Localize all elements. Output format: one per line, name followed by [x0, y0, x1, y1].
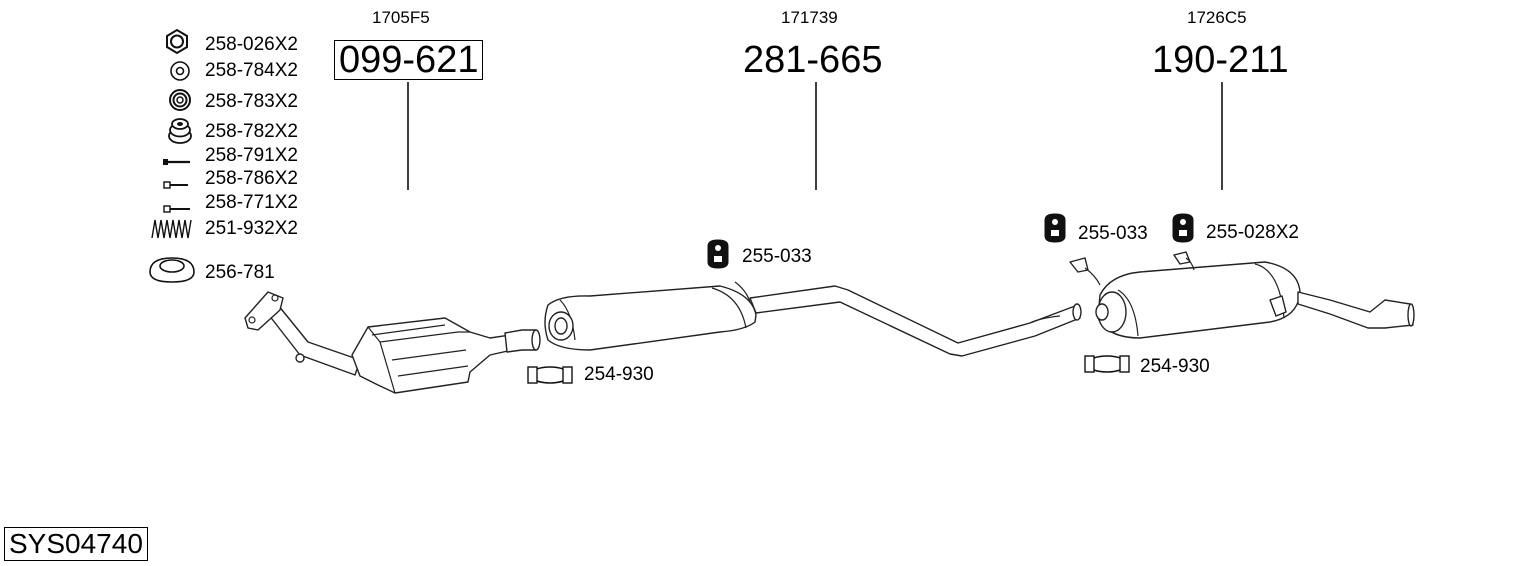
gasket-ring-icon — [149, 257, 195, 283]
pipe-clamp-icon — [527, 366, 573, 384]
part-number-099-621[interactable]: 099-621 — [334, 40, 484, 80]
hardware-label[interactable]: 258-783X2 — [205, 91, 298, 112]
part-number-190-211[interactable]: 190-211 — [1152, 39, 1289, 81]
rubber-hanger-icon — [1172, 213, 1194, 243]
hardware-label[interactable]: 256-781 — [205, 262, 275, 283]
clamp-label[interactable]: 254-930 — [584, 364, 654, 385]
bolt-icon — [163, 159, 190, 165]
hardware-label[interactable]: 258-784X2 — [205, 60, 298, 81]
catalytic-converter — [351, 317, 541, 394]
oe-reference-1: 1705F5 — [372, 8, 430, 27]
hardware-label[interactable]: 258-771X2 — [205, 192, 298, 213]
washer-icon — [170, 61, 190, 81]
oe-reference-2: 171739 — [781, 8, 838, 27]
hardware-label[interactable]: 258-782X2 — [205, 121, 298, 142]
bolt-icon — [163, 181, 188, 189]
spring-icon — [151, 219, 192, 239]
hardware-label[interactable]: 258-791X2 — [205, 145, 298, 166]
spring-washer-icon — [169, 89, 191, 111]
rubber-hanger-icon — [707, 239, 729, 269]
system-code: SYS04740 — [4, 527, 148, 562]
hardware-label[interactable]: 258-786X2 — [205, 168, 298, 189]
hanger-label[interactable]: 255-033 — [742, 246, 812, 267]
clamp-label[interactable]: 254-930 — [1140, 356, 1210, 377]
hex-nut-icon — [166, 28, 188, 55]
rubber-hanger-icon — [1044, 213, 1066, 243]
stacked-washer-icon — [168, 118, 192, 144]
oe-reference-3: 1726C5 — [1187, 8, 1247, 27]
hardware-label[interactable]: 251-932X2 — [205, 218, 298, 239]
front-pipe — [244, 291, 361, 376]
part-number-281-665[interactable]: 281-665 — [743, 39, 883, 81]
middle-silencer — [544, 281, 1082, 357]
hardware-label[interactable]: 258-026X2 — [205, 34, 298, 55]
hanger-label[interactable]: 255-033 — [1078, 223, 1148, 244]
bolt-icon — [163, 205, 190, 213]
hanger-label[interactable]: 255-028X2 — [1206, 222, 1299, 243]
rear-silencer — [1069, 251, 1415, 339]
pipe-clamp-icon — [1084, 355, 1130, 373]
